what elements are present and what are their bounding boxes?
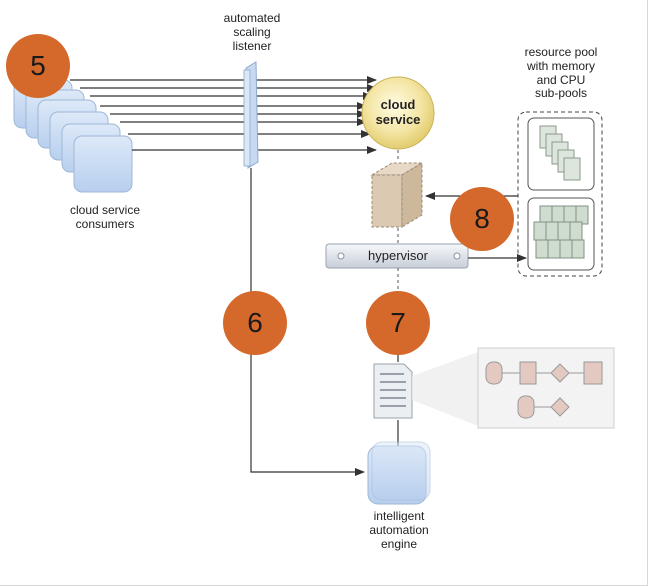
scaling-listener-bar bbox=[243, 61, 259, 169]
cloud-service-label: cloud service bbox=[375, 97, 421, 127]
flowchart-icon bbox=[485, 361, 603, 419]
workflow-projection bbox=[412, 347, 615, 429]
step-8-badge bbox=[450, 187, 514, 251]
step-badges bbox=[6, 34, 514, 355]
step-5-number: 5 bbox=[30, 50, 46, 81]
automation-engine-node bbox=[367, 441, 431, 505]
cpu-sub-pool bbox=[533, 205, 589, 259]
engine-label: intelligent automation engine bbox=[369, 509, 429, 551]
cloud-service-node bbox=[361, 76, 435, 150]
memory-sub-pool bbox=[539, 125, 581, 181]
resource-pool bbox=[517, 111, 603, 277]
hypervisor-bar bbox=[325, 243, 469, 269]
step-7-badge bbox=[366, 291, 430, 355]
listener-to-engine-arrow bbox=[250, 168, 365, 476]
hypervisor-label: hypervisor bbox=[368, 248, 428, 263]
cloud-service-consumers-stack bbox=[13, 79, 133, 193]
step-8-number: 8 bbox=[474, 203, 490, 234]
resource-pool-label: resource pool with memory and CPU sub-po… bbox=[524, 45, 598, 101]
step-5-badge bbox=[6, 34, 70, 98]
script-document-icon bbox=[373, 363, 413, 419]
step-6-number: 6 bbox=[247, 307, 263, 338]
server-box bbox=[370, 162, 424, 228]
step-7-number: 7 bbox=[390, 307, 406, 338]
consumers-label: cloud service consumers bbox=[69, 203, 141, 231]
listener-label: automated scaling listener bbox=[223, 11, 281, 53]
step-6-badge bbox=[223, 291, 287, 355]
